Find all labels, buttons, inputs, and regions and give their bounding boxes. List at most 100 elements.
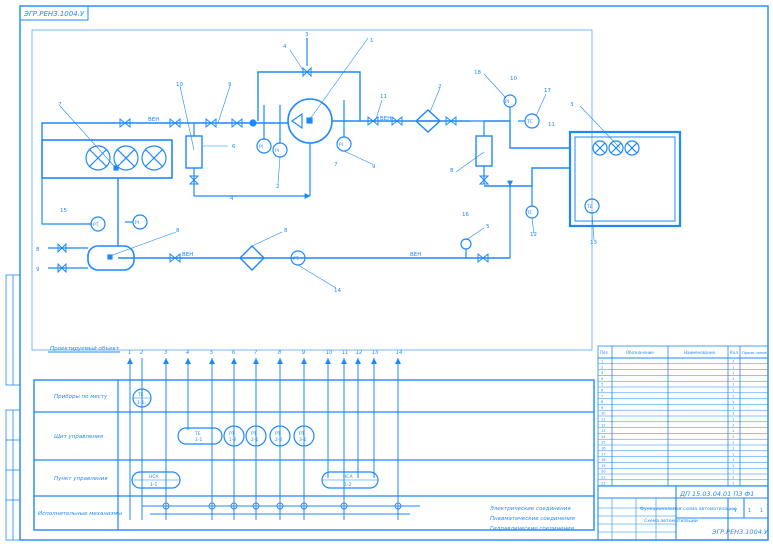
column-number: 1 — [128, 350, 131, 356]
spec-cell: 16 — [601, 447, 606, 451]
panel-unit-1 — [177, 427, 223, 445]
spec-cell: 18 — [601, 458, 606, 462]
column-number: 9 — [302, 350, 305, 356]
spec-cell: 1 — [732, 476, 734, 480]
spec-cell: 19 — [601, 464, 606, 468]
title-doc-code: ДП 15.03.04.01 ПЗ Ф1 — [679, 490, 754, 498]
spec-cell: 1 — [732, 447, 734, 451]
tag-pt-1: PT — [93, 222, 99, 228]
sheet-frame — [19, 5, 769, 541]
spec-cell: 1 — [732, 441, 734, 445]
gas-unit-3 — [568, 130, 682, 228]
spec-cell: 1 — [732, 429, 734, 433]
panel-unit-4-top: PT — [275, 431, 281, 437]
spec-cell: 1 — [732, 481, 734, 485]
pos-12: 12 — [530, 232, 537, 238]
column-number: 10 — [326, 350, 332, 356]
control-unit-2-top: НСА — [343, 474, 354, 480]
spec-cell: 11 — [601, 418, 606, 422]
pos-5: 5 — [486, 224, 490, 230]
panel-unit-2-top: PT — [229, 431, 235, 437]
pos-16: 16 — [462, 212, 469, 218]
panel-unit-3-top: PT — [251, 431, 257, 437]
row-label-control: Пункт управления — [54, 476, 108, 482]
column-number: 13 — [372, 350, 378, 356]
spec-h-qty: Кол. — [730, 350, 739, 355]
panel-unit-3-bottom: 2-1 — [251, 437, 258, 443]
title-doc-title: Функциональная схема автоматизации — [640, 506, 736, 512]
panel-unit-2-bottom: 1-2 — [229, 437, 236, 443]
pipe-label-2: ВЕН — [380, 116, 391, 122]
tag-pi-5: PI — [505, 99, 509, 105]
spec-cell: 1 — [732, 412, 734, 416]
panel-unit-1-bottom: 1-1 — [195, 437, 202, 443]
title-block-frame — [597, 485, 769, 541]
column-number: 2 — [140, 350, 143, 356]
separator-vessel — [185, 135, 203, 169]
spec-cell: 15 — [601, 441, 606, 445]
title-stage: У — [734, 508, 737, 514]
pos-10: 10 — [176, 82, 183, 88]
pipe-label-4: ВЕН — [410, 252, 421, 258]
spec-cell: 14 — [601, 435, 606, 439]
tag-tc-1: TC — [526, 119, 533, 125]
spec-cell: 5 — [601, 383, 603, 387]
panel-unit-1-top: TE — [194, 431, 201, 437]
pos-13: 13 — [590, 240, 597, 246]
pos-14: 14 — [334, 288, 341, 294]
pos-2a: 2 — [438, 84, 442, 90]
pos-1: 1 — [370, 38, 374, 44]
pos-8d: 8 — [36, 247, 40, 253]
tag-pt-2: PT — [293, 256, 299, 262]
spec-cell: 9 — [601, 406, 604, 410]
panel-header: Проектируемый объект — [50, 346, 120, 352]
spec-cell: 6 — [601, 389, 604, 393]
legend-pneumatic: Пневматические соединения — [490, 516, 576, 522]
drawing-field — [31, 29, 593, 351]
filter-2 — [414, 109, 442, 133]
control-table — [33, 379, 595, 531]
stamp-text: ЭГР.РЕНЗ.1004.У — [23, 10, 85, 18]
column-number: 12 — [356, 350, 362, 356]
spec-cell: 1 — [732, 394, 734, 398]
tag-pi-3: PI — [339, 142, 343, 148]
panel-unit-4-bottom: 2-2 — [275, 437, 282, 443]
pos-17: 17 — [544, 88, 551, 94]
pos-8b: 8 — [176, 228, 180, 234]
pos-11b: 11 — [548, 122, 555, 128]
pos-9b: 9 — [372, 164, 376, 170]
title-org: ЭГР.РЕНЗ.1004.У — [711, 528, 769, 536]
pos-3b: 3 — [570, 102, 574, 108]
separator-right — [475, 135, 493, 167]
air-cooler-7 — [41, 139, 173, 179]
panel-unit-2 — [223, 425, 245, 447]
spec-cell: 1 — [732, 470, 734, 474]
pos-3: 3 — [305, 32, 309, 38]
field-device-top: TE — [137, 392, 144, 398]
pos-4b: 4 — [230, 196, 234, 202]
spec-cell: 1 — [732, 406, 734, 410]
column-number: 11 — [342, 350, 348, 356]
pos-8: 8 — [450, 168, 454, 174]
pos-15: 15 — [60, 208, 67, 214]
title-doc-sub: Схема автоматизации — [644, 518, 698, 524]
receiver-vessel — [87, 245, 135, 271]
spec-cell: 1 — [732, 423, 734, 427]
spec-cell: 7 — [601, 394, 603, 398]
spec-cell: 1 — [732, 458, 734, 462]
column-number: 3 — [164, 350, 167, 356]
pos-6: 6 — [232, 144, 236, 150]
compressor-1 — [287, 98, 333, 144]
spec-cell: 1 — [732, 400, 734, 404]
spec-h-name: Наименование — [684, 350, 716, 355]
row-label-actuators: Исполнительные механизмы — [38, 511, 123, 517]
spec-cell: 1 — [732, 371, 734, 375]
column-number: 4 — [186, 350, 189, 356]
spec-cell: 1 — [732, 389, 734, 393]
spec-cell: 1 — [732, 360, 734, 364]
spec-cell: 22 — [601, 481, 606, 485]
field-device-bottom: 1-1 — [137, 400, 144, 406]
spec-cell: 1 — [732, 383, 734, 387]
tag-te-1: TE — [586, 204, 593, 210]
